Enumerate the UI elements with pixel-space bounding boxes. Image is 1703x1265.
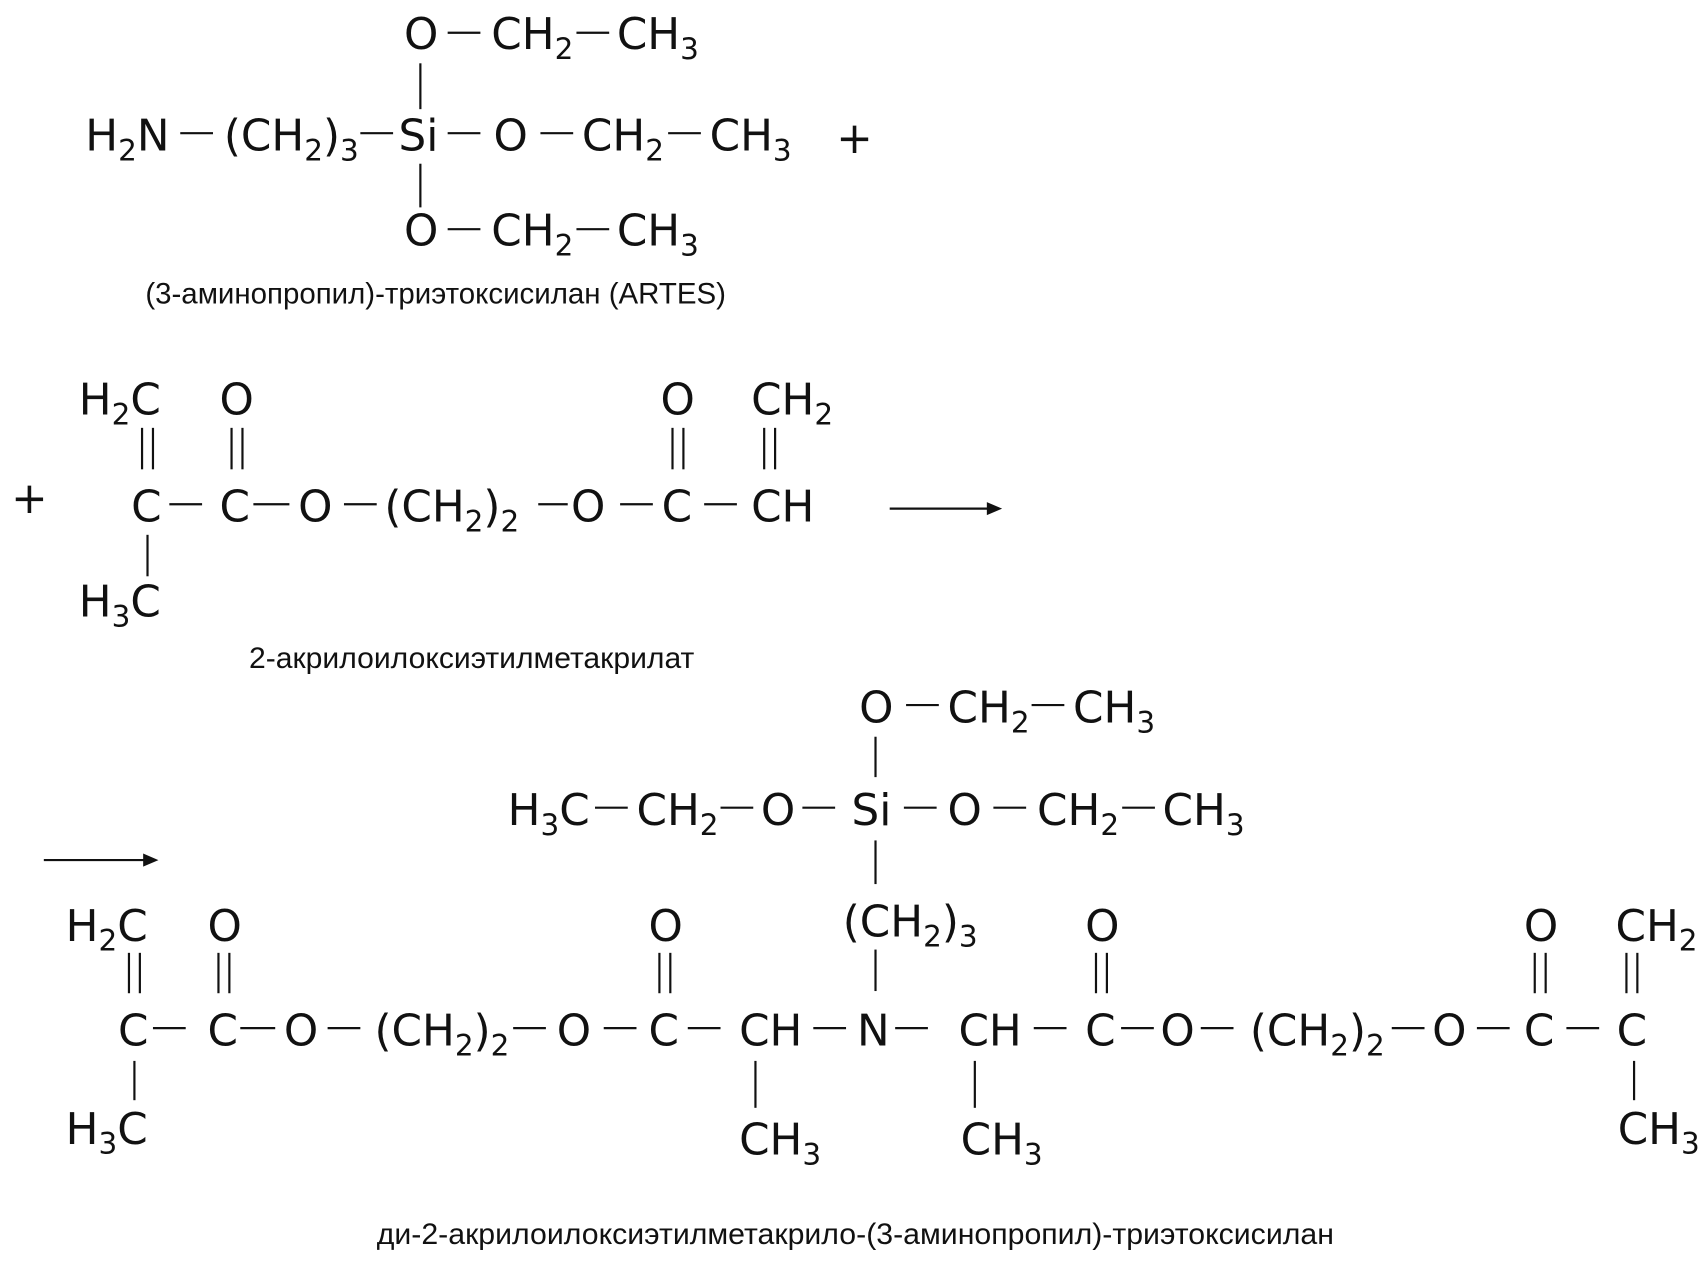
atom: (CH2)2 — [384, 482, 519, 539]
atom: O — [557, 1006, 591, 1057]
atom: C — [1085, 1006, 1115, 1057]
atom: O — [494, 111, 528, 162]
atom: O — [1524, 901, 1558, 952]
product-label: ди-2-акрилоилоксиэтилметакрило-(3-аминоп… — [377, 1218, 1334, 1251]
atom: CH3 — [1618, 1104, 1700, 1161]
atom: O — [208, 901, 242, 952]
atom: CH — [958, 1006, 1021, 1057]
atom: CH2 — [751, 375, 833, 432]
atom: Si — [852, 785, 892, 836]
atom: O — [1432, 1006, 1466, 1057]
atom: CH3 — [617, 206, 699, 263]
bonds — [127, 31, 1639, 1108]
atom: CH2 — [582, 111, 664, 168]
atom: O — [1160, 1006, 1194, 1057]
atom: CH3 — [1163, 785, 1245, 842]
atom: O — [648, 901, 682, 952]
atom: H3C — [66, 1104, 148, 1161]
atom: O — [859, 683, 893, 734]
atom: O — [220, 375, 254, 426]
atom: CH3 — [710, 111, 792, 168]
atom: O — [404, 206, 438, 257]
atom: CH — [751, 482, 814, 533]
atom: C — [131, 482, 161, 533]
plus-sign: + — [836, 113, 873, 164]
atom: (CH2)3 — [843, 896, 978, 953]
atom: N — [857, 1006, 890, 1057]
atom: H2N — [85, 111, 169, 168]
artes-structure: O CH2 CH3 H2N (CH2)3 Si O CH2 CH3 O CH2 … — [85, 9, 873, 310]
atom: Si — [399, 111, 439, 162]
acrylate-label: 2-акрилоилоксиэтилметакрилат — [249, 642, 694, 675]
atom: CH3 — [961, 1115, 1043, 1172]
atom: O — [571, 482, 605, 533]
atom: C — [1617, 1006, 1647, 1057]
atom: CH3 — [617, 9, 699, 66]
atom: CH2 — [1037, 785, 1119, 842]
atom: CH — [739, 1006, 802, 1057]
reaction-arrow — [43, 853, 159, 867]
atom: O — [660, 375, 694, 426]
atom: CH2 — [491, 9, 573, 66]
atom: CH3 — [739, 1115, 821, 1172]
atom: CH2 — [636, 785, 718, 842]
plus-sign: + — [11, 473, 48, 524]
acrylate-structure: + H2C O O CH2 C C O (CH2)2 O C CH H3C 2-… — [11, 375, 833, 675]
atom: O — [948, 785, 982, 836]
atom: (CH2)3 — [224, 111, 359, 168]
atom: CH2 — [1616, 901, 1698, 958]
atom: O — [404, 9, 438, 60]
atom: H2C — [66, 901, 148, 958]
atom: O — [298, 482, 332, 533]
atom: O — [1085, 901, 1119, 952]
atom: O — [761, 785, 795, 836]
atom: C — [662, 482, 692, 533]
artes-label: (3-аминопропил)-триэтоксисилан (ARTES) — [145, 277, 726, 310]
atom: CH2 — [948, 683, 1030, 740]
atom: C — [1524, 1006, 1554, 1057]
atom: C — [118, 1006, 148, 1057]
atom: (CH2)2 — [1250, 1006, 1385, 1063]
atom: CH3 — [1073, 683, 1155, 740]
atom: H3C — [508, 785, 590, 842]
atom: C — [648, 1006, 678, 1057]
atom: H2C — [79, 375, 161, 432]
atom: (CH2)2 — [375, 1006, 510, 1063]
atom: CH2 — [491, 206, 573, 263]
reaction-arrow — [889, 502, 1003, 516]
atom: C — [208, 1006, 238, 1057]
product-structure: O CH2 CH3 H3C CH2 O Si O CH2 CH3 (CH2)3 … — [66, 683, 1700, 1252]
atom: C — [220, 482, 250, 533]
atom: O — [284, 1006, 318, 1057]
atom: H3C — [79, 577, 161, 634]
